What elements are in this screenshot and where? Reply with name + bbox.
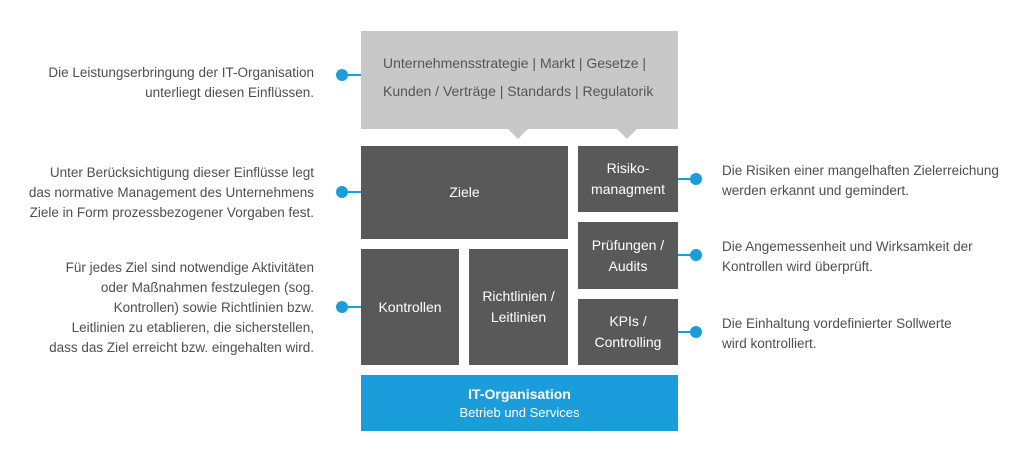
influences-notch-left: [508, 129, 528, 139]
influences-line-1: Unternehmensstrategie | Markt | Gesetze …: [383, 55, 647, 71]
richtlinien-box: Richtlinien / Leitlinien: [469, 249, 568, 365]
left-note-controls-line: Für jedes Ziel sind notwendige Aktivität…: [65, 260, 314, 275]
it-organisation-subtitle: Betrieb und Services: [459, 404, 580, 420]
left-note-goals-line: das normative Management des Unternehmen…: [28, 185, 314, 200]
right-note-risks-line: Die Risiken einer mangelhaften Zielerrei…: [722, 163, 999, 178]
kontrollen-box: Kontrollen: [361, 249, 459, 365]
connector-line-risks: [678, 178, 698, 180]
risikomanagement-label-1: Risiko-: [606, 160, 650, 176]
left-note-influences-line: unterliegt diesen Einflüssen.: [145, 85, 314, 100]
pruefungen-label-2: Audits: [608, 257, 648, 274]
right-note-risks: Die Risiken einer mangelhaften Zielerrei…: [722, 161, 1022, 201]
influences-notch-right: [617, 129, 637, 139]
kontrollen-label: Kontrollen: [378, 298, 442, 315]
connector-line-controls: [344, 306, 361, 308]
connector-line-goals: [344, 191, 361, 193]
right-note-audits-line: Die Angemessenheit und Wirksamkeit der: [722, 239, 973, 254]
connector-dot-risks: [690, 173, 702, 185]
risikomanagement-box: Risiko- managment: [578, 146, 678, 212]
risikomanagement-label-2: managment: [591, 181, 665, 197]
left-note-influences: Die Leistungserbringung der IT-Organisat…: [10, 63, 314, 103]
richtlinien-label-1: Richtlinien /: [482, 288, 555, 304]
left-note-controls: Für jedes Ziel sind notwendige Aktivität…: [10, 258, 314, 358]
right-note-kpis-line: Die Einhaltung vordefinierter Sollwerte: [722, 316, 952, 331]
left-note-goals-line: Ziele in Form prozessbezogener Vorgaben …: [29, 205, 314, 220]
left-note-influences-line: Die Leistungserbringung der IT-Organisat…: [48, 65, 314, 80]
connector-line-audits: [678, 254, 698, 256]
right-note-kpis-line: wird kontrolliert.: [722, 336, 817, 351]
connector-dot-controls: [336, 301, 348, 313]
richtlinien-label-2: Leitlinien: [490, 309, 547, 325]
right-note-audits: Die Angemessenheit und Wirksamkeit der K…: [722, 237, 1022, 277]
right-note-risks-line: werden erkannt und gemindert.: [722, 183, 909, 198]
pruefungen-label-1: Prüfungen /: [591, 236, 665, 253]
pruefungen-audits-box: Prüfungen / Audits: [578, 222, 678, 289]
right-note-audits-line: Kontrollen wird überprüft.: [722, 259, 873, 274]
right-note-kpis: Die Einhaltung vordefinierter Sollwerte …: [722, 314, 1022, 354]
connector-line-kpis: [678, 331, 698, 333]
connector-dot-audits: [690, 249, 702, 261]
connector-line-influences: [344, 74, 361, 76]
left-note-goals: Unter Berücksichtigung dieser Einflüsse …: [10, 163, 314, 223]
kpis-controlling-box: KPIs / Controlling: [578, 299, 678, 365]
ziele-box: Ziele: [361, 146, 568, 239]
connector-dot-influences: [336, 69, 348, 81]
ziele-label: Ziele: [449, 184, 480, 200]
left-note-controls-line: oder Maßnahmen festzulegen (sog.: [100, 280, 314, 295]
it-organisation-title: IT-Organisation: [468, 385, 571, 402]
influences-line-2: Kunden / Verträge | Standards | Regulato…: [383, 83, 654, 99]
left-note-controls-line: Leitlinien zu etablieren, die sicherstel…: [71, 320, 314, 335]
left-note-controls-line: dass das Ziel erreicht bzw. eingehalten …: [49, 340, 314, 355]
left-note-goals-line: Unter Berücksichtigung dieser Einflüsse …: [49, 165, 314, 180]
kpis-label-1: KPIs /: [609, 313, 647, 329]
connector-dot-goals: [336, 186, 348, 198]
it-organisation-box: IT-Organisation Betrieb und Services: [361, 375, 678, 431]
kpis-label-2: Controlling: [594, 334, 662, 350]
connector-dot-kpis: [690, 326, 702, 338]
influences-box: Unternehmensstrategie | Markt | Gesetze …: [361, 31, 678, 129]
left-note-controls-line: Kontrollen) sowie Richtlinien bzw.: [113, 300, 314, 315]
